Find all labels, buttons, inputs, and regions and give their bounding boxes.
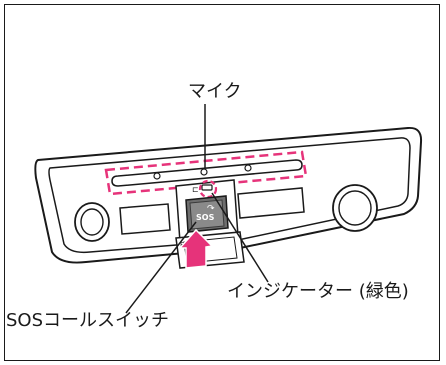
right-lamp-inner [338,190,372,226]
module-mark-left: ⊏ [192,185,199,194]
microphone-highlight [104,150,308,196]
sos-switch-leader [125,221,197,314]
phone-icon: ↷ [207,204,215,214]
indicator-highlight [198,179,218,199]
mic-hole-3 [244,164,252,172]
mic-hole-2 [200,168,208,176]
microphone-label: マイク [188,81,242,102]
sos-button-face [189,199,225,230]
indicator-label: インジケーター (緑色) [227,281,409,302]
sos-switch-label: SOSコールスイッチ [6,310,170,331]
press-arrow [178,228,214,269]
indicator-light [201,184,213,191]
sos-button-text: SOS [196,213,215,222]
left-lamp-inner [80,208,104,236]
right-recess [237,187,305,219]
indicator-leader [211,192,269,283]
mic-hole-1 [153,172,161,180]
frame-border [4,4,440,361]
left-recess [119,203,171,235]
